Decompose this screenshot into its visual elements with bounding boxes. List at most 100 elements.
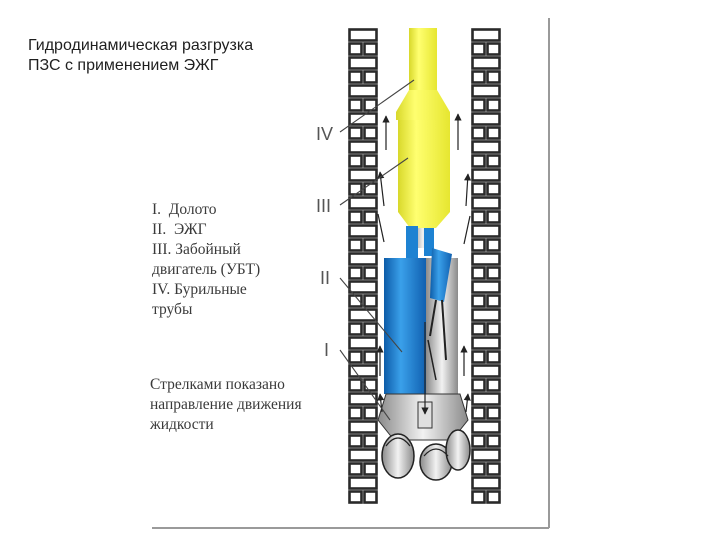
brick [471,84,501,98]
brick [486,378,501,392]
brick [486,322,501,336]
left-brick-wall [348,28,378,504]
flow-note-line-2: направление движения [150,396,302,413]
brick [486,70,501,84]
brick [471,476,501,490]
brick [363,294,378,308]
brick [348,224,378,238]
label-iii: III [316,196,332,216]
brick [471,56,501,70]
brick [471,322,486,336]
brick [348,392,378,406]
brick [486,294,501,308]
brick [471,140,501,154]
brick [363,98,378,112]
brick [363,406,378,420]
brick [471,112,501,126]
brick [471,168,501,182]
brick [471,98,486,112]
brick [486,266,501,280]
brick [363,210,378,224]
brick [348,168,378,182]
downhole-motor [398,120,450,228]
brick [348,252,378,266]
brick [471,406,486,420]
brick [348,266,363,280]
brick [471,28,501,42]
brick [348,490,363,504]
brick [471,308,501,322]
brick [348,308,378,322]
slide-title-line-1: Гидродинамическая разгрузка [28,37,254,54]
brick [363,154,378,168]
brick [471,350,486,364]
brick [471,42,486,56]
brick [471,252,501,266]
brick [471,434,486,448]
brick [348,56,378,70]
brick [348,294,363,308]
brick [471,266,486,280]
brick [486,462,501,476]
brick [363,350,378,364]
brick [486,406,501,420]
brick [471,224,501,238]
brick [363,266,378,280]
brick [471,280,501,294]
legend-item-6: трубы [152,301,193,318]
brick [363,70,378,84]
brick [471,294,486,308]
label-ii: II [320,268,331,288]
brick [348,434,363,448]
brick [486,42,501,56]
label-iv: IV [316,124,334,144]
brick [348,350,363,364]
brick [348,70,363,84]
flow-note-line-3: жидкости [150,416,214,433]
brick [471,126,486,140]
brick [363,238,378,252]
legend-item-2: II. ЭЖГ [152,221,207,238]
brick [471,196,501,210]
brick [348,476,378,490]
brick [471,210,486,224]
brick [471,448,501,462]
legend-item-3: III. Забойный [152,241,241,258]
brick [486,98,501,112]
brick [486,154,501,168]
brick [486,238,501,252]
legend-item-5: IV. Бурильные [152,281,247,298]
slide-title-line-2: ПЗС с применением ЭЖГ [28,57,219,74]
brick [486,434,501,448]
brick [363,126,378,140]
brick [471,154,486,168]
brick [471,182,486,196]
drill-pipe [396,28,450,120]
brick [471,336,501,350]
jet-hydro-generator [384,226,458,394]
brick [348,126,363,140]
brick [363,378,378,392]
brick [348,84,378,98]
brick [348,238,363,252]
brick [348,154,363,168]
flow-note-line-1: Стрелками показано [150,376,285,393]
brick [348,28,378,42]
label-i: I [324,340,330,360]
brick [348,336,378,350]
brick [348,462,363,476]
brick [471,70,486,84]
flow-note: Стрелками показано направление движения … [150,375,350,435]
brick [348,406,363,420]
brick [363,434,378,448]
brick [363,490,378,504]
right-brick-wall [471,28,501,504]
brick [348,112,378,126]
brick [348,448,378,462]
brick [471,238,486,252]
brick [348,378,363,392]
brick [486,350,501,364]
legend-item-4: двигатель (УБТ) [152,261,261,278]
flow-arrows [376,113,472,415]
label-leaders [339,79,415,421]
